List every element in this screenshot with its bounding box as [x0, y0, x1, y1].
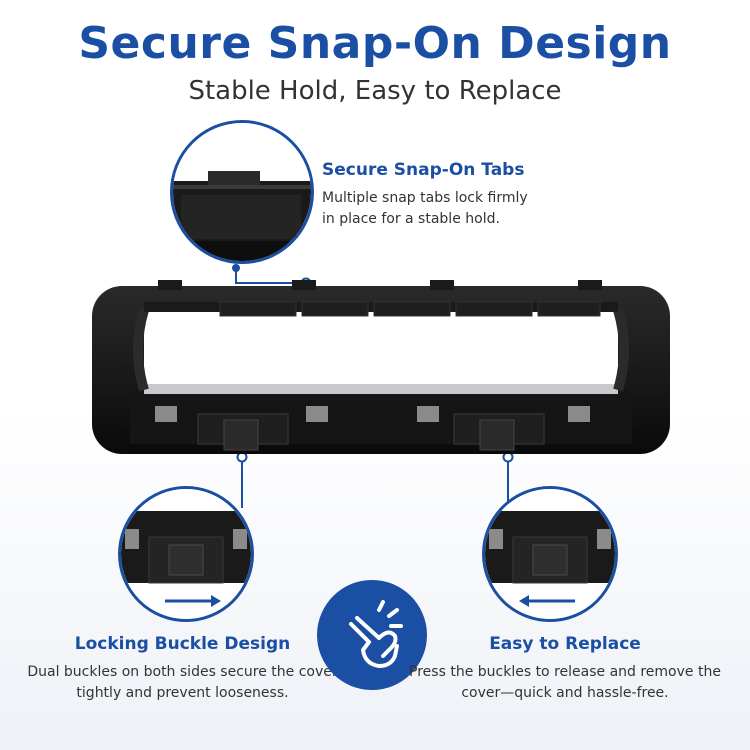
brush-roll-cover [92, 280, 670, 454]
snap-tab-closeup [173, 123, 311, 261]
tabs-callout-title: Secure Snap-On Tabs [322, 160, 525, 180]
replace-callout-text: Press the buckles to release and remove … [409, 664, 721, 701]
replace-buckle-closeup [485, 489, 615, 619]
locking-buckle-closeup [121, 489, 251, 619]
locking-buckle-zoom-circle [118, 486, 254, 622]
snap-hand-badge [317, 580, 427, 690]
page-subtitle: Stable Hold, Easy to Replace [188, 76, 562, 106]
snap-hand-icon [349, 600, 403, 668]
snap-tab-zoom-circle [170, 120, 314, 264]
replace-callout-title: Easy to Replace [489, 634, 641, 654]
locking-callout-text: Dual buckles on both sides secure the co… [27, 664, 338, 701]
locking-callout-title: Locking Buckle Design [74, 634, 291, 654]
page-title: Secure Snap-On Design [78, 18, 672, 69]
replace-zoom-circle [482, 486, 618, 622]
tabs-callout-text: Multiple snap tabs lock firmly in place … [322, 190, 528, 227]
